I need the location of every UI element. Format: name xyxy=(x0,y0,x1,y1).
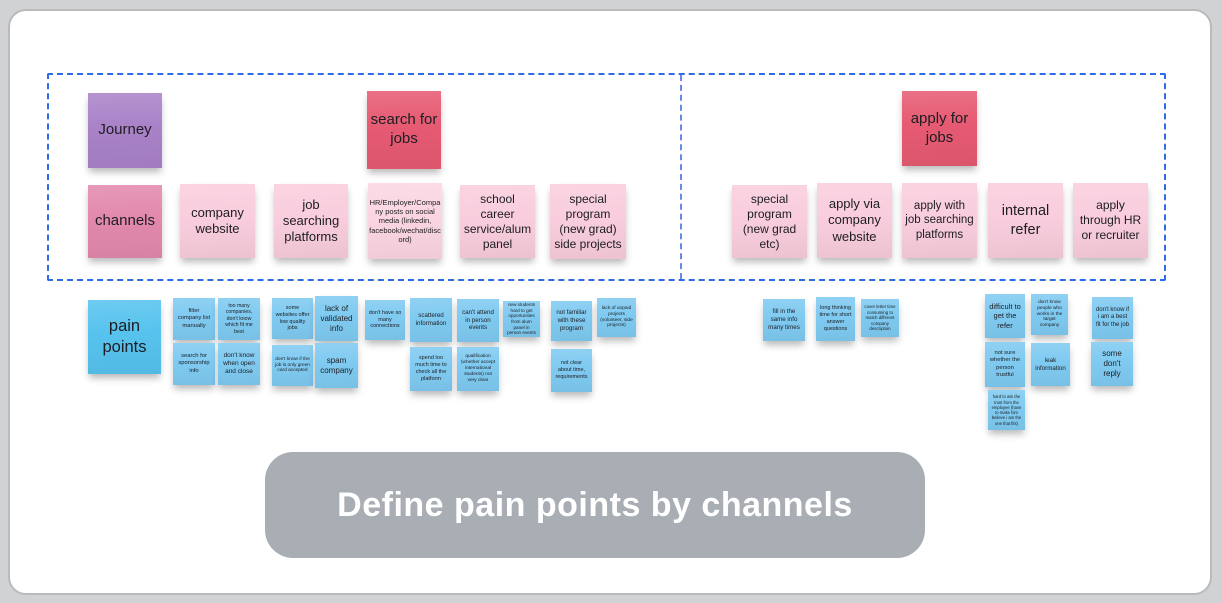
sticky-note-pain[interactable]: new students hard to get opportunities f… xyxy=(503,301,540,337)
sticky-note-text: apply with job searching platforms xyxy=(905,199,974,241)
sticky-note-phase[interactable]: apply for jobs xyxy=(902,91,977,166)
sticky-note-channels-label[interactable]: channels xyxy=(88,185,162,258)
sticky-note-pain[interactable]: scattered information xyxy=(410,298,452,342)
sticky-note-channel[interactable]: school career service/alum panel xyxy=(460,185,535,258)
sticky-note-text: job searching platforms xyxy=(282,196,340,245)
sticky-note-pain[interactable]: spam company xyxy=(315,343,358,388)
sticky-note-channel[interactable]: apply through HR or recruiter xyxy=(1073,183,1148,258)
sticky-note-text: apply via company website xyxy=(828,196,881,244)
sticky-note-text: school career service/alum panel xyxy=(463,191,532,251)
sticky-note-text: don't know people who works in the targe… xyxy=(1036,299,1063,329)
sticky-note-pain[interactable]: not sure whether the person trustful xyxy=(985,342,1025,387)
frame-divider xyxy=(680,75,682,279)
sticky-note-pain[interactable]: cover letter time consuming to match dif… xyxy=(861,299,899,337)
sticky-note-channel[interactable]: internal refer xyxy=(988,183,1063,258)
sticky-note-text: don't know when open and close xyxy=(223,351,255,376)
sticky-note-text: special program (new grad) side projects xyxy=(554,191,622,251)
sticky-note-pain[interactable]: filter company list manually xyxy=(173,298,215,340)
sticky-note-pain[interactable]: can't attend in person events xyxy=(457,299,499,342)
sticky-note-journey-label[interactable]: Journey xyxy=(88,93,162,168)
sticky-note-pain[interactable]: not clear about time, requirements xyxy=(551,349,592,392)
sticky-note-text: lack of validated info xyxy=(320,303,353,333)
sticky-note-pain[interactable]: don't have so many connections xyxy=(365,300,405,340)
sticky-note-pain[interactable]: search for sponsorship info xyxy=(173,343,215,385)
sticky-note-text: leak information xyxy=(1035,356,1066,372)
sticky-note-pain[interactable]: don't know people who works in the targe… xyxy=(1031,294,1068,335)
sticky-note-text: qualification (whether accept internatio… xyxy=(460,354,496,383)
sticky-note-channel[interactable]: company website xyxy=(180,184,255,258)
sticky-note-phase[interactable]: search for jobs xyxy=(367,91,441,169)
sticky-note-text: special program (new grad etc) xyxy=(742,191,797,251)
sticky-note-channel[interactable]: special program (new grad etc) xyxy=(732,185,807,258)
sticky-note-channel[interactable]: apply via company website xyxy=(817,183,892,258)
sticky-note-text: don't know if the job is only green card… xyxy=(275,356,310,374)
sticky-note-pain[interactable]: too many companies, don't know which fit… xyxy=(218,298,260,340)
sticky-note-text: don't know if i am a best fit for the jo… xyxy=(1095,306,1130,328)
sticky-note-text: spend too much time to check all the pla… xyxy=(415,355,447,382)
sticky-note-pain[interactable]: fill in the same info many times xyxy=(763,299,805,341)
sticky-note-channel[interactable]: HR/Employer/Company posts on social medi… xyxy=(368,183,442,259)
sticky-note-text: don't have so many connections xyxy=(368,309,402,330)
sticky-note-text: apply through HR or recruiter xyxy=(1079,198,1142,242)
sticky-note-text: search for jobs xyxy=(370,111,438,147)
sticky-note-pain[interactable]: long thinking time for short answer ques… xyxy=(816,297,855,341)
sticky-note-text: search for sponsorship info xyxy=(178,353,210,374)
sticky-note-pain[interactable]: lack of validated info xyxy=(315,296,358,341)
sticky-note-text: lack of unpaid projects (volunteer, side… xyxy=(600,305,633,329)
sticky-note-channel[interactable]: apply with job searching platforms xyxy=(902,183,977,258)
sticky-note-pain[interactable]: lack of unpaid projects (volunteer, side… xyxy=(597,298,636,337)
sticky-note-text: pain points xyxy=(102,317,147,356)
sticky-note-pain[interactable]: some websites offer low quality jobs xyxy=(272,298,313,339)
sticky-note-text: new students hard to get opportunities f… xyxy=(507,301,536,336)
sticky-note-pain[interactable]: hard to win the trust from the employee … xyxy=(988,390,1025,430)
sticky-note-text: channels xyxy=(94,212,156,230)
sticky-note-pain[interactable]: don't know if i am a best fit for the jo… xyxy=(1092,297,1133,339)
sticky-note-text: fill in the same info many times xyxy=(768,308,800,331)
sticky-note-pain[interactable]: leak information xyxy=(1031,343,1070,386)
sticky-note-pain[interactable]: not familiar with these program xyxy=(551,301,592,341)
sticky-note-pain[interactable]: spend too much time to check all the pla… xyxy=(410,347,452,391)
sticky-note-text: difficult to get the refer xyxy=(989,301,1021,330)
sticky-note-text: spam company xyxy=(320,355,353,375)
sticky-note-pain[interactable]: don't know if the job is only green card… xyxy=(272,345,313,386)
sticky-note-text: apply for jobs xyxy=(910,109,969,146)
sticky-note-text: not clear about time, requirements xyxy=(555,360,588,380)
sticky-note-text: internal refer xyxy=(1001,203,1050,238)
sticky-note-text: too many companies, don't know which fit… xyxy=(225,302,253,335)
sticky-note-text: Journey xyxy=(98,121,152,139)
sticky-note-text: can't attend in person events xyxy=(462,308,494,332)
sticky-note-pain[interactable]: difficult to get the refer xyxy=(985,294,1025,338)
sticky-note-channel[interactable]: special program (new grad) side projects xyxy=(550,184,626,259)
sticky-note-text: not familiar with these program xyxy=(556,309,587,332)
sticky-note-pain[interactable]: don't know when open and close xyxy=(218,343,260,385)
sticky-note-text: some don't reply xyxy=(1102,349,1122,378)
sticky-note-text: scattered information xyxy=(415,312,447,327)
sticky-note-pain[interactable]: qualification (whether accept internatio… xyxy=(457,347,499,391)
sticky-note-text: not sure whether the person trustful xyxy=(989,350,1021,378)
sticky-note-pain[interactable]: some don't reply xyxy=(1091,342,1133,386)
sticky-note-text: HR/Employer/Company posts on social medi… xyxy=(369,197,441,245)
journey-channels-frame[interactable] xyxy=(47,73,1166,281)
sticky-note-text: hard to win the trust from the employee … xyxy=(991,394,1022,426)
section-banner-label: Define pain points by channels xyxy=(337,485,853,524)
sticky-note-text: filter company list manually xyxy=(177,308,211,329)
sticky-note-text: company website xyxy=(191,204,244,236)
sticky-note-text: cover letter time consuming to match dif… xyxy=(864,304,896,332)
sticky-note-text: long thinking time for short answer ques… xyxy=(819,305,852,332)
sticky-note-pain-points-label[interactable]: pain points xyxy=(88,300,161,374)
sticky-note-text: some websites offer low quality jobs xyxy=(275,304,310,332)
section-banner[interactable]: Define pain points by channels xyxy=(265,452,925,558)
sticky-note-channel[interactable]: job searching platforms xyxy=(274,184,348,258)
